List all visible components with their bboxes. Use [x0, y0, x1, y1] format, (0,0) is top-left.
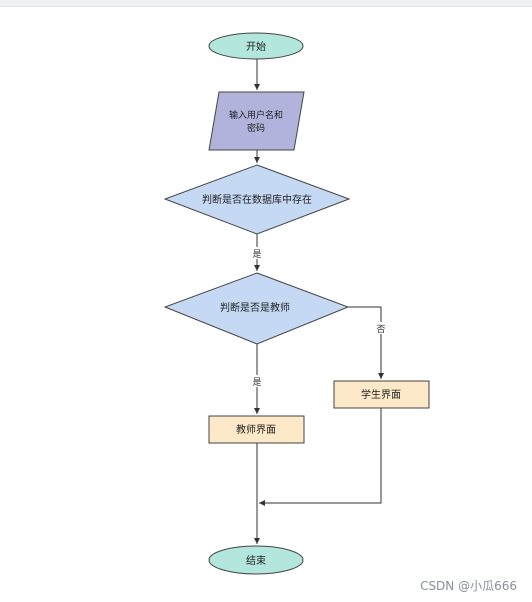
node-student-ui[interactable]: 学生界面: [333, 380, 430, 409]
node-input-label-line1: 输入用户名和: [229, 109, 283, 121]
edge-label-teacher-no: 否: [376, 324, 385, 335]
node-end-label: 结束: [246, 554, 266, 567]
node-input[interactable]: 输入用户名和 密码: [208, 91, 305, 151]
process-shape: [333, 380, 430, 409]
node-start-label: 开始: [246, 40, 266, 53]
io-shape: [208, 91, 305, 151]
node-start[interactable]: 开始: [208, 32, 304, 60]
edge-label-db-yes: 是: [252, 249, 261, 260]
process-shape: [208, 415, 305, 444]
terminal-shape: [208, 545, 304, 575]
terminal-shape: [208, 32, 304, 60]
decision-shape: [163, 164, 351, 235]
node-check-db-label: 判断是否在数据库中存在: [202, 193, 312, 206]
watermark: CSDN @小瓜666: [420, 579, 517, 593]
edge-student-ui-to-end: [259, 408, 382, 506]
node-student-ui-label: 学生界面: [361, 388, 401, 401]
decision-shape: [163, 272, 350, 345]
node-input-label-line2: 密码: [247, 122, 265, 134]
node-end[interactable]: 结束: [208, 545, 304, 575]
edge-label-teacher-yes: 是: [252, 377, 261, 388]
edge-check-teacher-to-student-ui: [348, 306, 384, 379]
node-teacher-ui-label: 教师界面: [236, 423, 276, 436]
top-bar: [0, 0, 532, 7]
node-check-teacher[interactable]: 判断是否是教师: [163, 272, 350, 345]
node-check-db[interactable]: 判断是否在数据库中存在: [163, 164, 351, 235]
node-teacher-ui[interactable]: 教师界面: [208, 415, 305, 444]
node-check-teacher-label: 判断是否是教师: [220, 301, 290, 314]
